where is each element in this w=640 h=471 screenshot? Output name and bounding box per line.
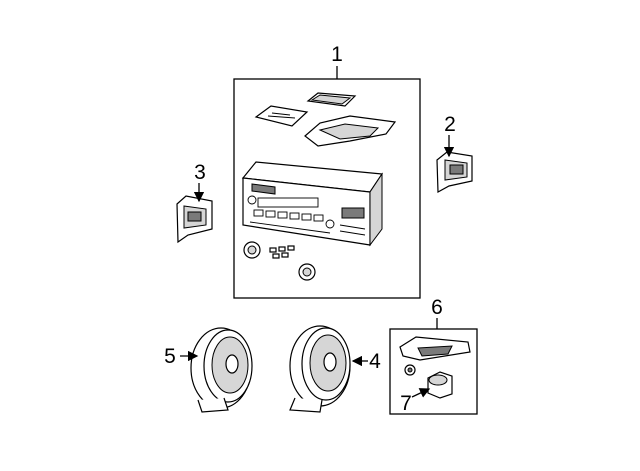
callout-6-label: 6 — [431, 296, 443, 319]
tweeter-cover-icon — [399, 336, 471, 361]
callout-4-label: 4 — [369, 350, 381, 373]
callout-3-label: 3 — [194, 161, 206, 184]
clip-icon — [404, 364, 416, 376]
knob-icon — [243, 241, 316, 281]
left-bracket-group — [176, 183, 213, 244]
radio-receiver-icon — [241, 161, 384, 247]
callout-7-arrow — [411, 388, 431, 398]
mounting-bracket-icon — [436, 151, 473, 193]
manual-kit-icon — [254, 92, 397, 147]
right-bracket-group — [436, 135, 473, 193]
speaker-icon — [289, 325, 351, 413]
tweeter-icon — [427, 371, 453, 399]
radio-assembly-group — [233, 66, 421, 299]
tweeter-assembly-frame — [389, 328, 478, 415]
radio-assembly-frame — [233, 78, 421, 299]
callout-2-label: 2 — [444, 113, 456, 136]
left-speaker-group — [180, 327, 253, 413]
mounting-bracket-icon — [176, 195, 213, 244]
speaker-icon — [190, 327, 253, 413]
right-speaker-group — [289, 325, 368, 413]
button-set-icon — [269, 245, 295, 259]
callout-1-label: 1 — [331, 43, 343, 66]
callout-7-label: 7 — [400, 392, 412, 415]
callout-5-label: 5 — [164, 345, 176, 368]
tweeter-assembly-group — [389, 318, 478, 415]
